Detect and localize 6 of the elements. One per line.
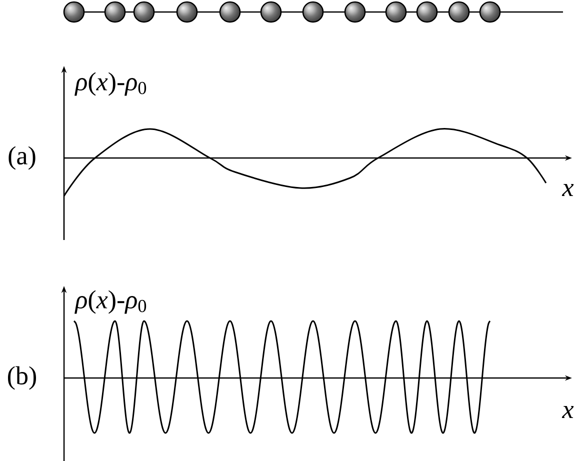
panel-label: (b) — [8, 366, 36, 390]
axis-label: x — [562, 406, 574, 418]
axis-label: ρ(x)-ρ$_{0}$ — [74, 290, 146, 314]
axis-label: x — [562, 184, 574, 196]
panel-label: (a) — [8, 146, 36, 170]
axis-label: ρ(x)-ρ$_{0}$ — [74, 72, 146, 96]
